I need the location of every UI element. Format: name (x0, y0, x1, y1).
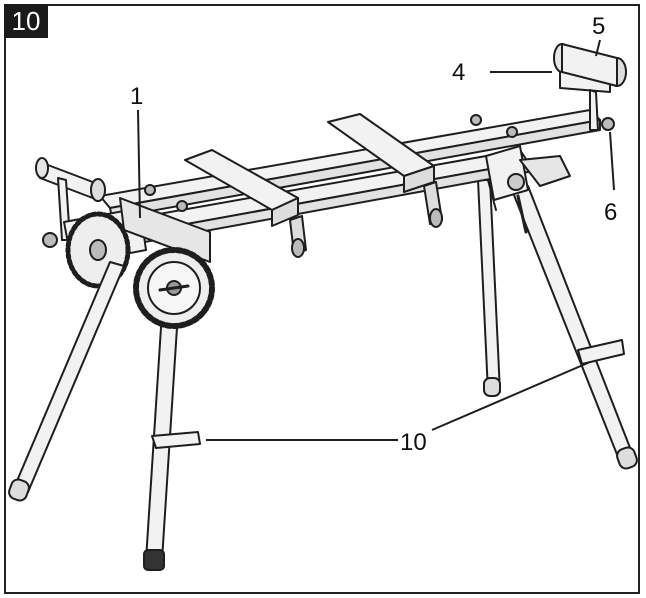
callout-leaders (137, 39, 615, 441)
foot-rest-left (151, 431, 201, 449)
front-wheel (133, 247, 215, 329)
callout-1: 1 (130, 83, 143, 110)
leader-10-right (431, 361, 591, 431)
mounting-bracket-left (184, 149, 307, 258)
front-right-leg (511, 185, 638, 470)
callout-10: 10 (400, 429, 427, 456)
front-left-leg (8, 261, 125, 502)
callout-5: 5 (592, 13, 605, 40)
right-roller-support (553, 43, 627, 131)
callout-6: 6 (604, 199, 617, 226)
leg-bracket-right (485, 145, 571, 234)
leader-1 (137, 109, 141, 219)
rear-right-leg (477, 179, 501, 397)
leader-5 (595, 39, 601, 57)
leader-6 (609, 131, 615, 191)
mounting-bracket-right (327, 113, 443, 228)
figure-number-badge: 10 (4, 4, 48, 38)
foot-rest-right (577, 339, 625, 365)
callout-4: 4 (452, 59, 465, 86)
